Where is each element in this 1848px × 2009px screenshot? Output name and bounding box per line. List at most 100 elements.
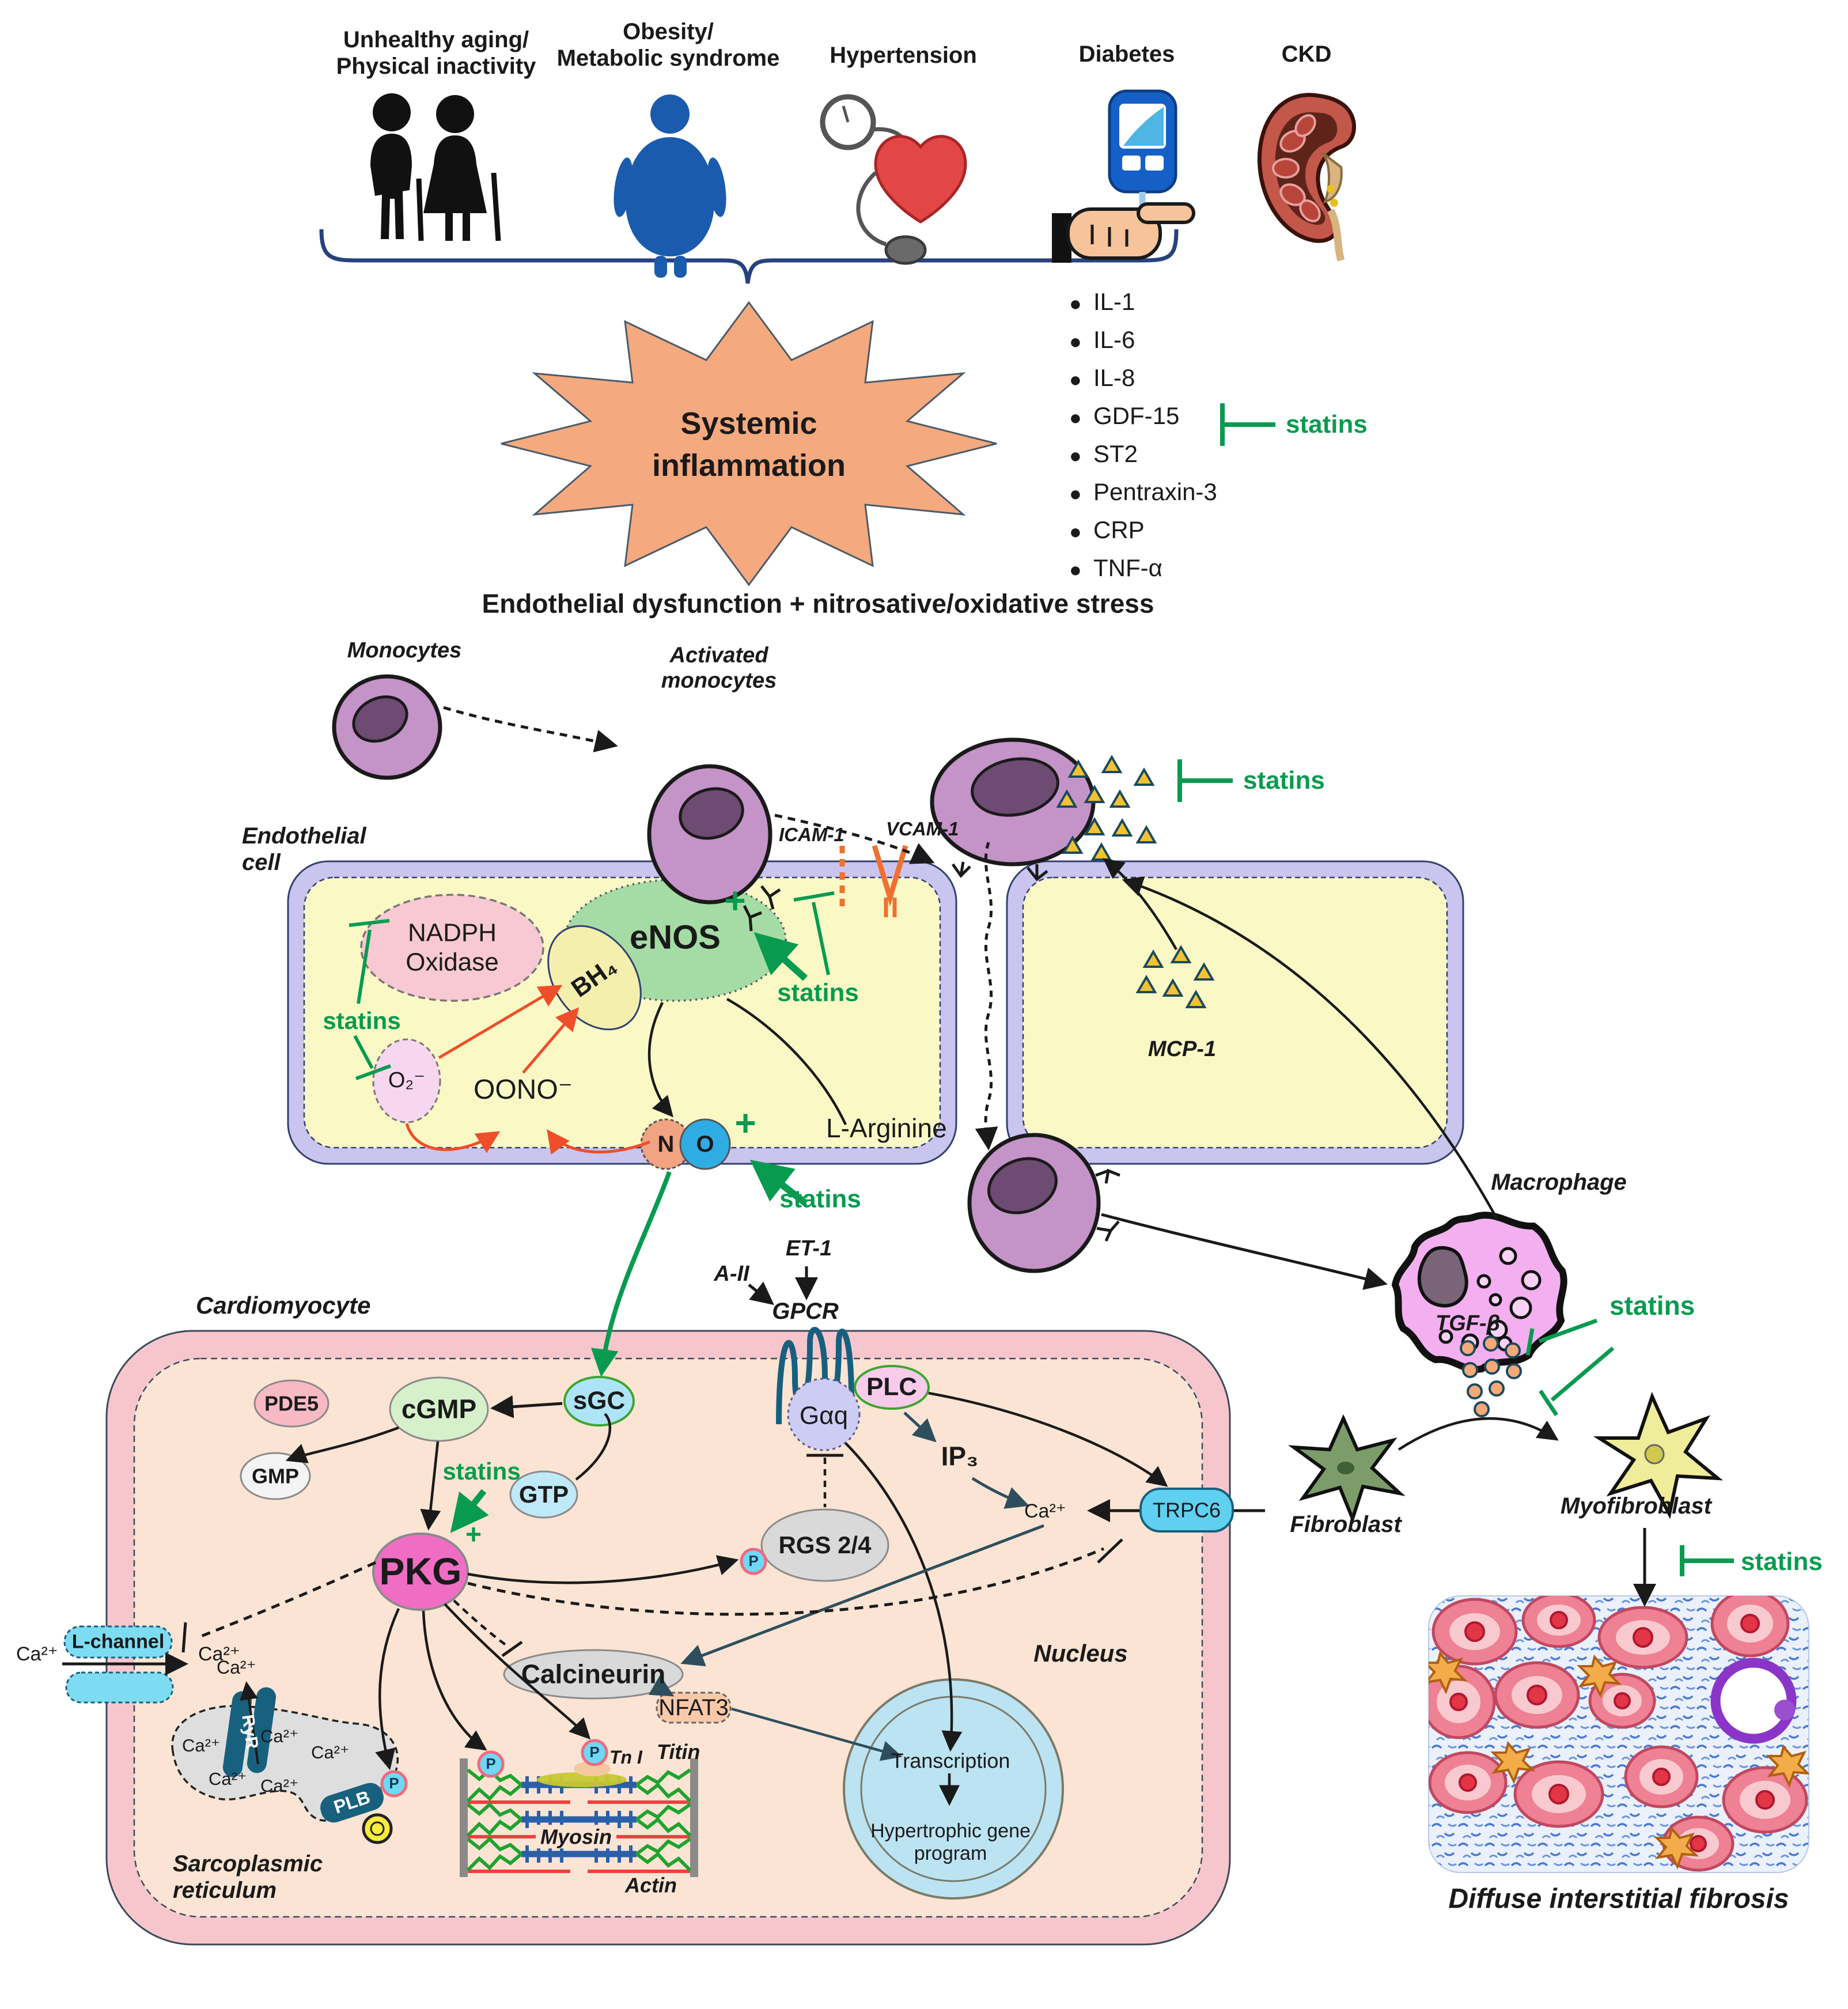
transcription-label: Transcription (891, 1749, 1010, 1773)
statins-inhibit-nadph (349, 919, 390, 1004)
cytokine-pentraxin3: Pentraxin-3 (1093, 478, 1217, 505)
statins-inhibit-icam-vcam (793, 891, 835, 975)
cytokine-gdf15: GDF-15 (1093, 402, 1180, 429)
fibrosis-caption: Diffuse interstitial fibrosis (1448, 1883, 1789, 1915)
calcineurin-inhibit-bar (501, 1640, 523, 1658)
o2-to-oono-arrow (405, 1123, 501, 1153)
larginine-label: L-Arginine (826, 1113, 947, 1143)
lchannel-inhibit-bar (181, 1622, 187, 1653)
statins-label-enos: statins (777, 978, 859, 1007)
plus-pkg: + (465, 1519, 482, 1550)
sarcomere (460, 1739, 698, 1877)
enos-label: eNOS (630, 918, 721, 956)
superoxide-label: O₂⁻ (388, 1068, 426, 1093)
macrophage-label: Macrophage (1491, 1170, 1627, 1195)
transmigration-arrow (975, 842, 998, 1151)
statins-inhibit-tgfb (1525, 1318, 1598, 1356)
statins-label-nadph: statins (323, 1007, 401, 1034)
ryr-ca-arrow (240, 1681, 259, 1765)
pkg-to-sarcomere-arrow (422, 1610, 487, 1751)
statins-activate-no-arrow (749, 1159, 808, 1206)
enos-to-no-arrow (648, 1001, 673, 1118)
pkg-to-rgs-arrow (467, 1555, 739, 1584)
fibroblast-label: Fibroblast (1290, 1512, 1402, 1537)
kidney-ckd-icon (1257, 93, 1356, 262)
ca-sr-label: Ca²⁺ (311, 1742, 350, 1762)
fibrosis-vessel (1710, 1658, 1797, 1744)
monocytes-label: Monocytes (347, 638, 462, 663)
plb-protein (320, 1770, 408, 1844)
mcp1-cluster (1135, 944, 1215, 1008)
cgmp (389, 1376, 489, 1442)
pkg (372, 1533, 469, 1611)
elderly-couple-icon (370, 93, 501, 241)
gtp-label: GTP (518, 1480, 569, 1508)
ca-ryr-label: Ca²⁺ (217, 1657, 256, 1678)
monocyte-activation-arrow (443, 706, 618, 752)
activated-monocyte (647, 764, 781, 932)
gaq-to-transcription-arrow (845, 1442, 963, 1752)
lchannel-label: L-channel (71, 1630, 165, 1653)
diabetes-icon (1052, 89, 1195, 263)
cgmp-to-pkg-arrow (420, 1441, 441, 1531)
risk-label-hypertension: Hypertension (830, 43, 977, 68)
cytokine-il6: IL-6 (1093, 326, 1135, 353)
statins-inhibit-differentiation (1539, 1346, 1615, 1416)
trpc6-label: TRPC6 (1152, 1498, 1221, 1522)
a2-arrow (748, 1281, 774, 1306)
calcineurin (503, 1649, 684, 1700)
sr-label: Sarcoplasmic reticulum (173, 1851, 323, 1903)
actin-label: Actin (625, 1873, 677, 1897)
p-label-tni: P (589, 1743, 600, 1761)
chemokine-cluster (1056, 754, 1157, 861)
no-to-oono-arrow (547, 1129, 650, 1155)
sgc-to-cgmp-arrow (490, 1395, 563, 1418)
hypertension-icon (820, 94, 967, 265)
gpcr-receptor (776, 1326, 854, 1425)
ca-to-calcineurin-arrow (680, 1524, 1044, 1667)
p-label-rgs: P (748, 1552, 759, 1570)
macrophage-to-cluster-arrow (1122, 876, 1499, 1221)
cytokine-bullet: ● (1069, 292, 1082, 315)
cardiomyocyte-label: Cardiomyocyte (196, 1292, 371, 1319)
larginine-to-enos-line (726, 998, 847, 1125)
et1-label: ET-1 (785, 1236, 832, 1261)
statins-inhibit-o2 (353, 1035, 392, 1080)
pkg-to-plb-arrow (375, 1608, 400, 1770)
ca-sr-label: Ca²⁺ (209, 1769, 247, 1789)
systemic-inflammation-label: Systemic inflammation (652, 406, 846, 483)
no-to-sgc-arrow (590, 1171, 672, 1377)
pkg-to-trpc6-dashed (467, 1547, 1104, 1616)
pkg-to-calcineurin-dashed (453, 1599, 509, 1648)
calcineurin-to-nfat3-arrow (648, 1675, 675, 1697)
pkg-label: PKG (379, 1550, 462, 1593)
a2-label: A-II (714, 1262, 749, 1287)
cytokine-bullet: ● (1069, 368, 1082, 391)
gmp (240, 1452, 311, 1500)
cytokine-bullet: ● (1069, 444, 1082, 467)
endothelial-cell-label: Endothelial cell (242, 823, 366, 875)
ca-sr-label: Ca²⁺ (260, 1726, 299, 1746)
endothelial-dysfunction-heading: Endothelial dysfunction + nitrosative/ox… (482, 588, 1154, 619)
tgfb-label: TGF-β (1435, 1311, 1501, 1336)
oono-label: OONO⁻ (474, 1075, 573, 1105)
cytokine-bullet: ● (1069, 520, 1082, 543)
fibroblast-to-myofibroblast-arrow (1398, 1417, 1559, 1451)
monocyte (332, 674, 442, 780)
obesity-icon (614, 94, 726, 278)
monocyte-to-macrophage-arrow (1101, 1213, 1388, 1290)
plc-to-trpc6-arrow (928, 1391, 1168, 1487)
nadph-oxidase-label: NADPH Oxidase (406, 918, 499, 976)
calcineurin-label: Calcineurin (521, 1659, 666, 1689)
myosin-label: Myosin (535, 1825, 617, 1849)
nfat3-label: NFAT3 (658, 1695, 729, 1720)
risk-label-diabetes: Diabetes (1078, 41, 1175, 67)
plc-enzyme (854, 1365, 930, 1410)
fibroblast-nucleus (1337, 1462, 1354, 1474)
gmp-label: GMP (251, 1464, 300, 1488)
rgs-p-circle (740, 1548, 767, 1575)
starburst-systemic-inflammation (501, 301, 997, 587)
cytokine-il1: IL-1 (1093, 288, 1135, 315)
cytokine-bullet: ● (1069, 330, 1082, 353)
